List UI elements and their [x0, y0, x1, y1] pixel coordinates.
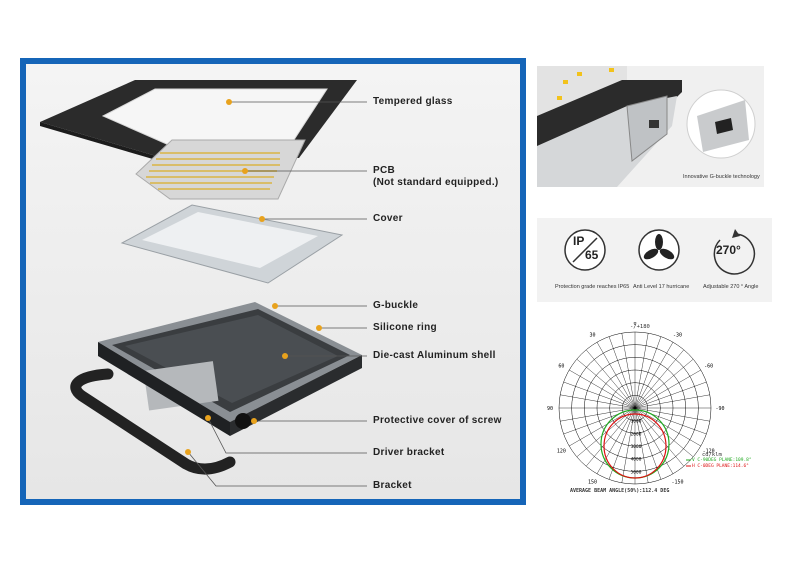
polar-spoke [634, 369, 701, 409]
polar-spoke [634, 358, 694, 409]
label-die-cast-shell: Die-cast Aluminum shell [373, 350, 496, 361]
polar-spoke [634, 333, 649, 409]
bracket-part [70, 368, 236, 475]
polar-angle-label: -60 [704, 364, 713, 370]
label-screw-cover: Protective cover of screw [373, 415, 502, 426]
polar-spoke [634, 407, 710, 422]
polar-spoke [596, 407, 636, 474]
polar-angle-label: 30 [589, 332, 595, 338]
pcb-part [135, 139, 306, 200]
polar-spoke [634, 407, 701, 447]
polar-spoke [585, 407, 636, 467]
angle-badge: 270° [716, 243, 741, 257]
label-g-buckle: G-buckle [373, 300, 419, 311]
polar-spoke [596, 342, 636, 409]
features-icons [564, 229, 756, 275]
gbuckle-photo-drawing [537, 66, 756, 187]
polar-radial-tick: 2000 [631, 431, 642, 437]
gbuckle-photo-panel: Innovative G-buckle technology [537, 66, 764, 187]
screw-cover-knob [235, 413, 251, 429]
polar-angle-label: -150 [671, 480, 683, 486]
polar-spoke [634, 407, 662, 480]
fan-icon [643, 234, 675, 260]
polar-spoke [634, 407, 649, 483]
polar-angle-label: 150 [588, 480, 597, 486]
polar-spoke [634, 407, 674, 474]
cover-part [120, 204, 344, 284]
polar-spoke [569, 407, 636, 447]
polar-spoke [634, 394, 710, 409]
angle-caption: Adjustable 270 ° Angle [703, 284, 759, 290]
label-driver-bracket: Driver bracket [373, 447, 445, 458]
polar-radial-tick: 5000 [631, 469, 642, 475]
polar-plot: -150 150 -120 120 -90 90 -60 60 -30 30 0 1000 2000 30… [540, 322, 775, 500]
polar-spoke [576, 358, 636, 409]
polar-legend-v: V C-90DEG PLANE:109.8° [692, 458, 752, 463]
label-pcb: PCB [373, 165, 396, 176]
housing-part [98, 302, 362, 436]
polar-radial-tick: 4000 [631, 457, 642, 463]
ip-badge-top: IP [573, 234, 585, 248]
polar-radial-tick: 3000 [631, 444, 642, 450]
polar-spoke [560, 407, 636, 422]
polar-footer: AVERAGE BEAM ANGLE(50%):112.4 DEG [570, 488, 670, 494]
features-panel: IP 65 270° Protection grade reaches IP65… [537, 218, 772, 302]
polar-angle-label: 0 [633, 322, 636, 327]
polar-spoke [634, 349, 685, 409]
polar-angle-label: -120 [703, 449, 715, 455]
polar-angle-label: 60 [558, 364, 564, 370]
label-silicone-ring: Silicone ring [373, 322, 437, 333]
polar-spoke [585, 349, 636, 409]
wind-caption: Anti Level 17 hurricane [633, 284, 690, 290]
polar-plot-svg: -150 150 -120 120 -90 90 -60 60 -30 30 0 1000 2000 30… [547, 322, 725, 486]
polar-unit: cd/klm [702, 452, 722, 458]
label-bracket: Bracket [373, 480, 412, 491]
polar-angle-label: 90 [547, 406, 553, 412]
polar-curve-h [603, 413, 667, 479]
polar-angle-label: 120 [557, 449, 566, 455]
tempered-glass-part [40, 80, 357, 162]
polar-top-label: -/+180 [630, 324, 650, 330]
polar-spoke [560, 394, 636, 409]
polar-spoke [569, 369, 636, 409]
polar-legend-h: H C-0DEG PLANE:114.6° [692, 464, 749, 469]
polar-spoke [608, 407, 636, 480]
polar-spoke [563, 381, 636, 409]
polar-spoke [634, 407, 685, 467]
label-pcb-note: (Not standard equipped.) [373, 177, 499, 188]
label-tempered-glass: Tempered glass [373, 96, 453, 107]
polar-radial-tick: 1000 [631, 419, 642, 425]
polar-spoke [634, 342, 674, 409]
polar-spoke [608, 336, 636, 409]
polar-angle-label: -30 [673, 332, 682, 338]
polar-spoke [621, 407, 636, 483]
ip-caption: Protection grade reaches IP65 [555, 284, 630, 290]
label-cover: Cover [373, 213, 403, 224]
polar-spoke [634, 381, 707, 409]
polar-angle-label: -90 [715, 406, 724, 412]
gbuckle-caption: Innovative G-buckle technology [683, 174, 760, 180]
ip-badge-bottom: 65 [585, 248, 599, 262]
polar-spoke [634, 336, 662, 409]
polar-spoke [621, 333, 636, 409]
